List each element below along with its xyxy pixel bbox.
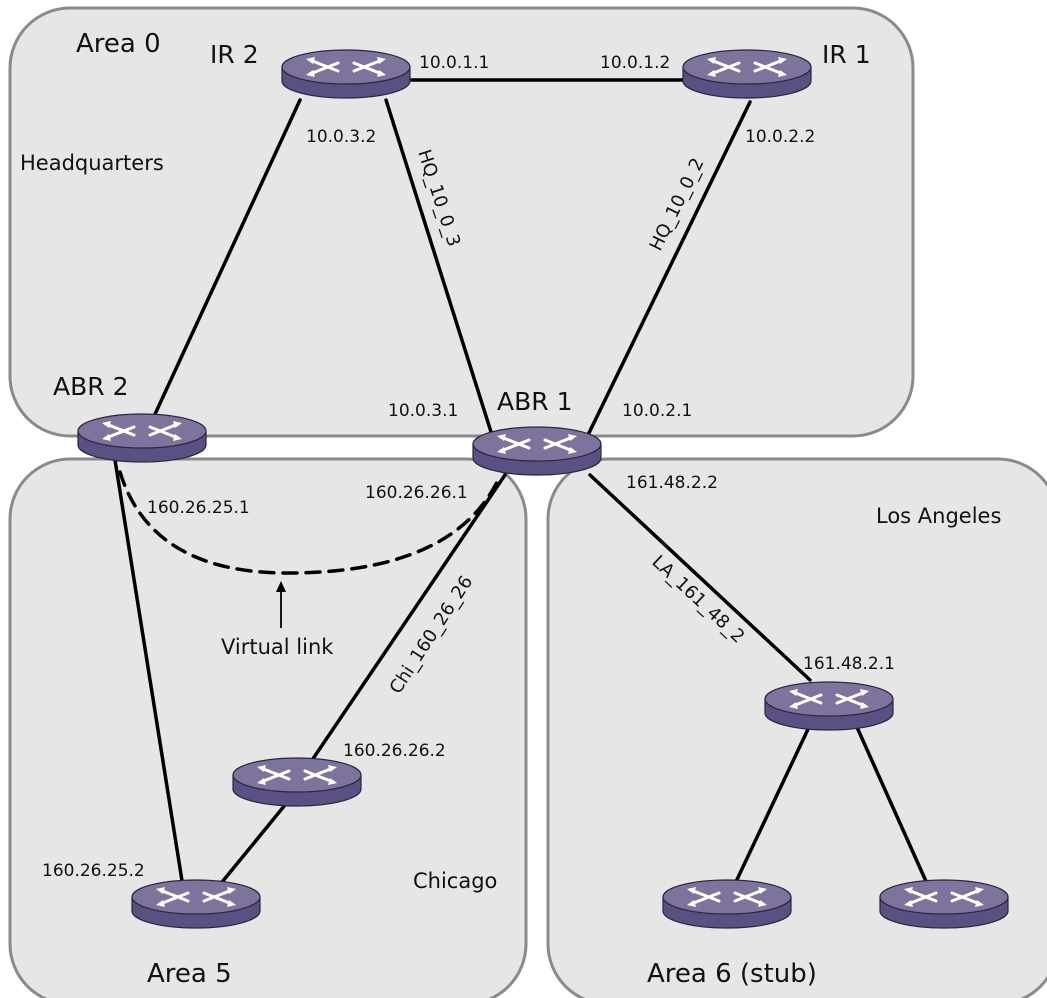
router-la: [763, 680, 895, 732]
link-ir2-abr1: [384, 98, 494, 437]
virtual-link: [118, 470, 502, 575]
area-0-label: Area 0: [76, 29, 161, 59]
ip-la-router: 161.48.2.1: [803, 654, 895, 674]
router-chicago-mid: [231, 756, 363, 808]
router-stub-right: [878, 878, 1010, 930]
virtual-link-label: Virtual link: [221, 635, 334, 659]
area-6-label: Area 6 (stub): [647, 959, 817, 989]
ip-chicago-bottom: 160.26.25.2: [42, 861, 145, 881]
ip-chicago-mid: 160.26.26.2: [343, 741, 446, 761]
link-la-router-stub-right: [854, 723, 931, 890]
router-ir1: [681, 48, 813, 100]
los-angeles-label: Los Angeles: [876, 504, 1001, 528]
router-ir2-name: IR 2: [210, 40, 259, 69]
area-0-box: [8, 6, 915, 438]
ip-ir2-south: 10.0.3.2: [306, 127, 376, 147]
router-abr2-name: ABR 2: [53, 372, 128, 401]
link-la-router-stub-left: [731, 723, 812, 890]
router-abr2: [76, 412, 208, 464]
virtual-link-arrow: [276, 581, 286, 628]
link-ir1-abr1: [586, 100, 752, 437]
link-abr1-la-router: [588, 473, 812, 682]
link-abr1-chicago-router: [300, 473, 507, 777]
router-abr1-name: ABR 1: [497, 387, 572, 416]
link-abr2-area5-router: [113, 458, 185, 889]
link-ir2-abr2: [148, 98, 302, 427]
ip-abr1-la: 161.48.2.2: [626, 473, 718, 493]
ip-ir2-east: 10.0.1.1: [419, 53, 489, 73]
area-5-label: Area 5: [147, 959, 232, 989]
headquarters-label: Headquarters: [20, 151, 164, 175]
router-ir2: [280, 48, 412, 100]
router-stub-left: [661, 878, 793, 930]
chicago-label: Chicago: [413, 869, 497, 893]
router-abr1: [471, 425, 603, 477]
ip-ir1-west: 10.0.1.2: [600, 53, 670, 73]
ip-abr2-chi: 160.26.25.1: [147, 498, 250, 518]
link-chicago-router-area5-router: [216, 803, 287, 889]
router-ir1-name: IR 1: [822, 40, 871, 69]
ip-abr1-hq2: 10.0.2.1: [622, 401, 692, 421]
area-5-box: [8, 457, 528, 998]
area-6-box: [546, 457, 1047, 998]
ip-abr1-hq3: 10.0.3.1: [388, 401, 458, 421]
ip-ir1-south: 10.0.2.2: [745, 127, 815, 147]
ip-abr1-chi: 160.26.26.1: [365, 483, 468, 503]
router-area5: [130, 878, 262, 930]
